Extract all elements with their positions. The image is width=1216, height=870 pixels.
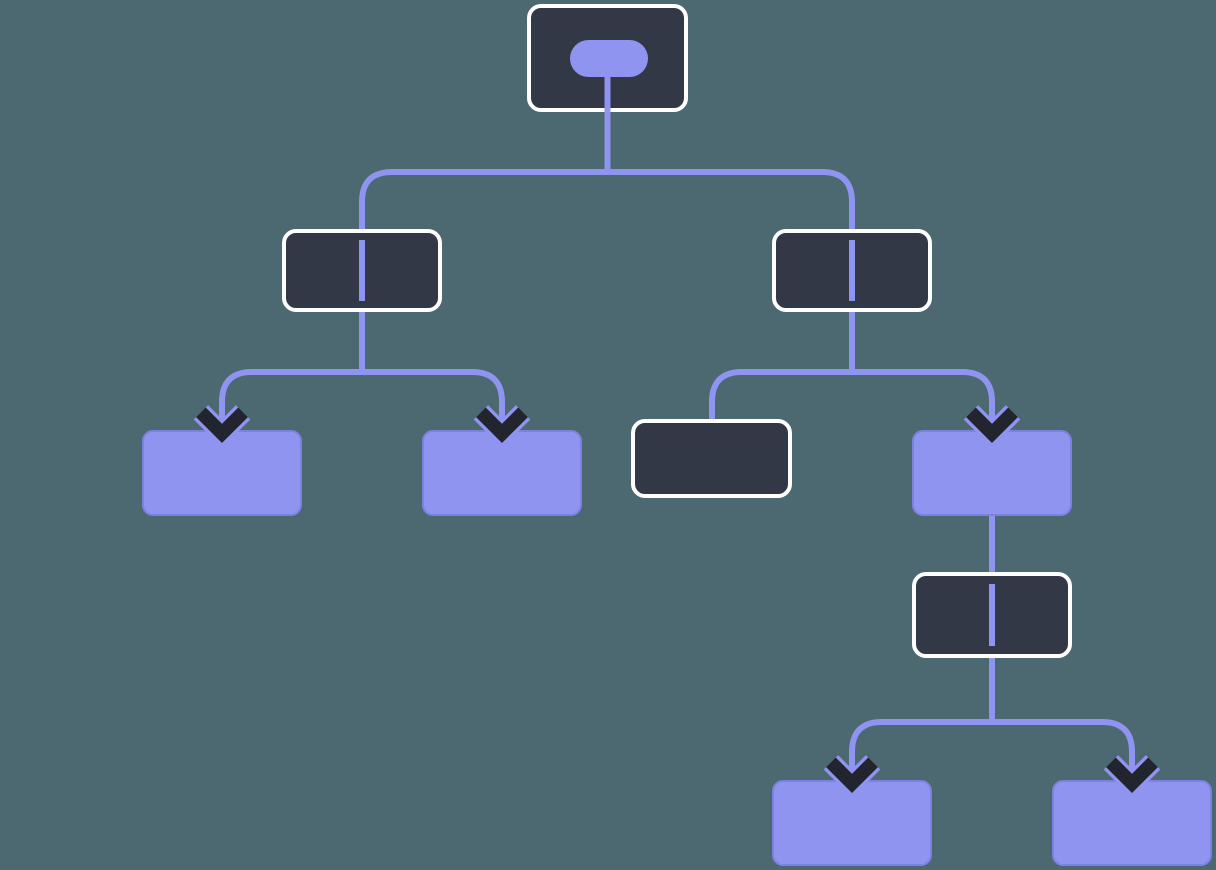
arrowhead-leaf-e: [1106, 757, 1158, 794]
arrowhead-leaf-c: [966, 407, 1018, 444]
connector-bus2r-to-terminal-dark: [709, 369, 852, 419]
arrowhead-leaf-a: [196, 407, 248, 444]
inner-stem-layer: [359, 58, 995, 646]
arrowhead-leaf-d: [826, 757, 878, 794]
connector-bus2r-to-leaf-c: [852, 369, 995, 430]
connector-bus-to-left-branch: [359, 169, 608, 229]
arrowhead-layer: [193, 405, 1161, 798]
connector-bus2l-to-leaf-a: [219, 369, 362, 430]
connector-bus-to-right-branch: [607, 169, 855, 229]
connector-bus2l-to-leaf-b: [362, 369, 505, 430]
connector-bus4-to-leaf-e: [992, 719, 1135, 780]
connector-layer: [219, 112, 1135, 780]
node-layer: [142, 4, 1212, 866]
arrowhead-leaf-b: [476, 407, 528, 444]
node-terminal-dark[interactable]: [631, 419, 792, 498]
connector-bus4-to-leaf-d: [849, 719, 992, 780]
